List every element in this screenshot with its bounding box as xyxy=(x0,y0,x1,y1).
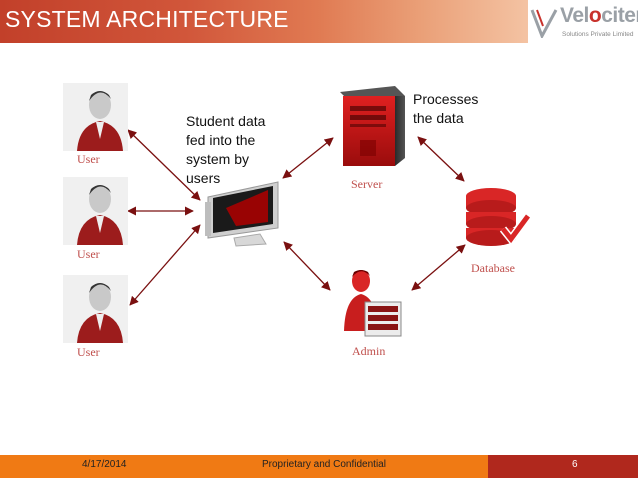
diagram-canvas xyxy=(63,83,532,343)
arrow-computer-admin xyxy=(283,241,331,291)
user-label: User xyxy=(77,345,100,359)
user-icon xyxy=(63,275,128,343)
slide-title: SYSTEM ARCHITECTURE xyxy=(5,6,289,32)
company-logo: Velociter xyxy=(560,4,638,27)
logo-v-icon xyxy=(530,9,558,38)
user-icon xyxy=(63,177,128,245)
footer-band-red xyxy=(488,455,638,478)
admin-label: Admin xyxy=(352,344,386,358)
company-tagline: Solutions Private Limited xyxy=(562,31,634,38)
server-label: Server xyxy=(351,177,383,191)
slide-footer: 4/17/2014 Proprietary and Confidential 6 xyxy=(0,455,638,478)
computer-icon xyxy=(205,181,279,247)
footer-confidential: Proprietary and Confidential xyxy=(262,459,386,470)
note-line: fed into the xyxy=(186,132,256,148)
student-data-note: Student data fed into the system by user… xyxy=(186,112,265,188)
arrow-user1-computer xyxy=(127,129,201,201)
user-label: User xyxy=(77,152,100,166)
footer-date: 4/17/2014 xyxy=(82,459,127,470)
database-label: Database xyxy=(471,261,515,275)
note-line: Student data xyxy=(186,113,266,129)
note-line: the data xyxy=(413,110,464,126)
user-icon xyxy=(63,83,128,151)
admin-icon xyxy=(344,270,402,337)
architecture-diagram: User User User Server Database Admin Stu… xyxy=(0,43,638,455)
page-number: 6 xyxy=(572,459,578,470)
arrow-server-database xyxy=(417,136,465,182)
arrow-user3-computer xyxy=(129,224,201,306)
server-icon xyxy=(340,86,405,166)
processes-note: Processes the data xyxy=(413,90,478,128)
database-icon xyxy=(466,188,532,246)
header-band xyxy=(0,0,528,43)
note-line: Processes xyxy=(413,91,479,107)
user-label: User xyxy=(77,247,100,261)
connector-arrows xyxy=(127,129,466,306)
note-line: system by xyxy=(186,151,250,167)
arrow-database-admin xyxy=(411,244,466,291)
slide-header: SYSTEM ARCHITECTURE Velociter Solutions … xyxy=(0,0,638,43)
arrow-computer-server xyxy=(282,137,334,179)
footer-band-orange xyxy=(0,455,488,478)
note-line: users xyxy=(186,170,221,186)
logo-area xyxy=(528,0,638,43)
